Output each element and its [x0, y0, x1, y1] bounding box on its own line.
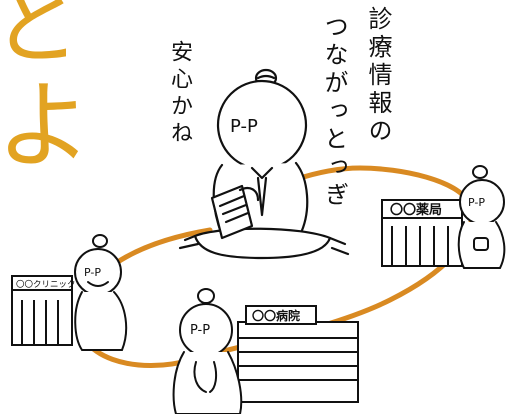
pharmacist-figure-icon	[457, 165, 506, 269]
patient-face-label: P-P	[230, 116, 258, 137]
heading-char-1: と	[0, 0, 81, 77]
doctor-figure-icon	[74, 234, 128, 351]
pharmacist-face-label: P-P	[468, 196, 485, 209]
hospital-doctor-figure-icon	[172, 288, 243, 414]
pharmacy-building-icon	[381, 199, 463, 267]
speech-line-2: つながっとっぎ	[320, 14, 348, 210]
clinic-sign: 〇〇クリニック	[16, 280, 76, 290]
clinic-building-icon	[11, 275, 73, 346]
speech-line-3: 安心かね	[167, 40, 192, 148]
hospital-doctor-face-label: P-P	[190, 323, 210, 338]
hospital-building-icon	[237, 305, 359, 403]
speech-line-1: 診療情報の	[364, 6, 392, 146]
patient-figure-icon	[178, 68, 350, 260]
heading-char-2: よ	[0, 70, 92, 182]
hospital-sign: 〇〇病院	[252, 308, 300, 323]
pharmacy-sign: 〇〇薬局	[390, 202, 442, 218]
clinic-doctor-face-label: P-P	[84, 266, 101, 279]
